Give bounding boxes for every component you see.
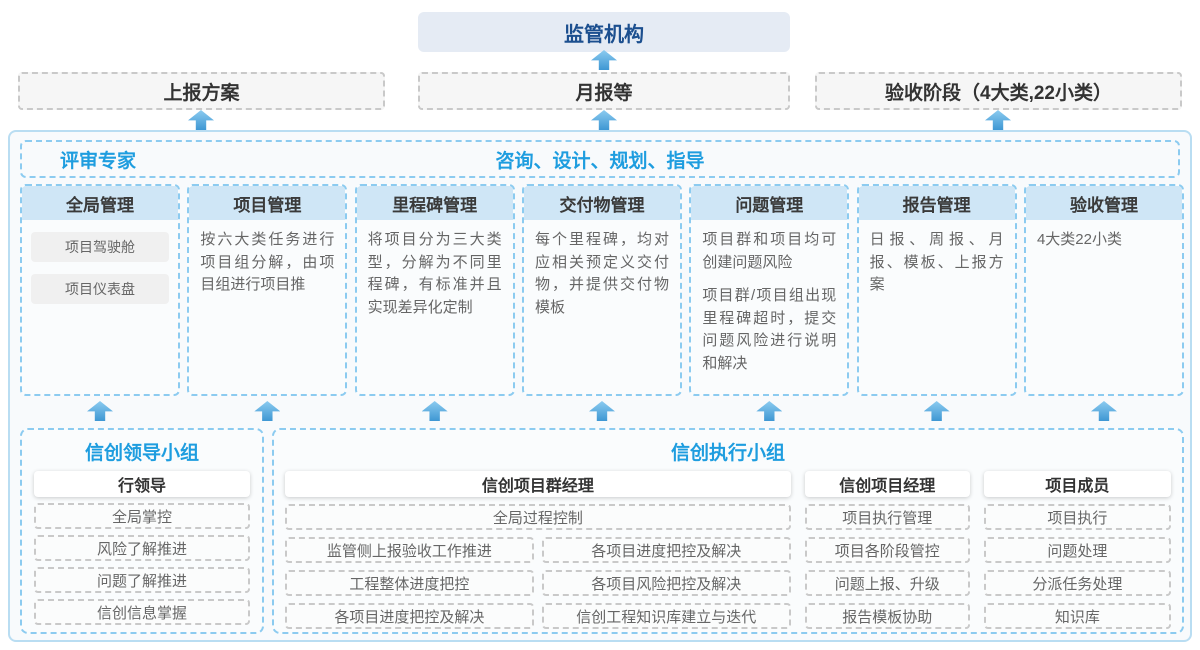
report-box-plan: 上报方案	[18, 72, 385, 110]
up-arrow-icon	[188, 110, 214, 130]
issue-paragraph-1: 项目群和项目均可创建问题风险	[702, 231, 837, 271]
task-item: 监管侧上报验收工作推进	[285, 537, 534, 563]
column-title: 全局管理	[22, 186, 178, 220]
issue-paragraph-2: 项目群/项目组出现里程碑超时，提交问题风险进行说明和解决	[702, 287, 837, 372]
task-item: 各项目进度把控及解决	[541, 537, 791, 563]
task-item: 全局过程控制	[285, 504, 791, 530]
task-item: 分派任务处理	[983, 570, 1171, 596]
role-project-member: 项目成员	[983, 471, 1171, 497]
execution-group: 信创执行小组 信创项目群经理 全局过程控制 监管侧上报验收工作推进 各项目进度把…	[272, 428, 1184, 634]
column-title: 验收管理	[1025, 186, 1182, 220]
task-item: 信创工程知识库建立与迭代	[541, 603, 791, 629]
task-item: 信创信息掌握	[34, 599, 250, 625]
column-project-management: 项目管理 按六大类任务进行项目组分解，由项目组进行项目推	[187, 184, 348, 396]
leadership-group: 信创领导小组 行领导 全局掌控 风险了解推进 问题了解推进 信创信息掌握	[20, 428, 264, 634]
column-issue-management: 问题管理 项目群和项目均可创建问题风险 项目群/项目组出现里程碑超时，提交问题风…	[689, 184, 850, 396]
task-item: 问题了解推进	[34, 567, 250, 593]
experts-label: 评审专家	[60, 150, 137, 172]
task-item: 风险了解推进	[34, 535, 250, 561]
column-title: 问题管理	[691, 186, 848, 220]
task-item: 知识库	[983, 603, 1171, 629]
pill-project-dashboard: 项目仪表盘	[31, 274, 169, 304]
column-title: 交付物管理	[523, 186, 680, 220]
pill-project-cockpit: 项目驾驶舱	[31, 232, 169, 262]
column-global-management: 全局管理 项目驾驶舱 项目仪表盘	[20, 184, 180, 396]
column-description: 项目群和项目均可创建问题风险 项目群/项目组出现里程碑超时，提交问题风险进行说明…	[691, 220, 847, 384]
up-arrow-icon	[591, 110, 617, 130]
column-acceptance-management: 验收管理 4大类22小类	[1023, 184, 1184, 396]
up-arrow-icon	[588, 401, 615, 421]
column-description: 日报、周报、月报、模板、上报方案	[869, 231, 1004, 293]
role-bank-leader: 行领导	[34, 471, 250, 497]
up-arrow-icon	[923, 401, 950, 421]
task-item: 全局掌控	[34, 503, 250, 529]
up-arrow-icon	[87, 401, 113, 421]
column-title: 项目管理	[189, 186, 346, 220]
role-project-manager: 信创项目经理	[804, 471, 970, 497]
program-manager-column: 信创项目群经理 全局过程控制 监管侧上报验收工作推进 各项目进度把控及解决 工程…	[285, 471, 791, 629]
leadership-group-title: 信创领导小组	[84, 443, 199, 464]
up-arrow-icon	[756, 401, 783, 421]
role-program-manager: 信创项目群经理	[285, 471, 791, 497]
group-to-columns-arrows	[20, 398, 1184, 424]
report-box-acceptance: 验收阶段（4大类,22小类）	[815, 72, 1182, 110]
management-columns: 全局管理 项目驾驶舱 项目仪表盘 项目管理 按六大类任务进行项目组分解，由项目组…	[20, 184, 1184, 396]
platform-container: 评审专家 咨询、设计、规划、指导 全局管理 项目驾驶舱 项目仪表盘 项目管理 按…	[8, 130, 1192, 642]
project-member-column: 项目成员 项目执行 问题处理 分派任务处理 知识库	[983, 471, 1171, 629]
task-item: 报告模板协助	[804, 603, 970, 629]
project-manager-column: 信创项目经理 项目执行管理 项目各阶段管控 问题上报、升级 报告模板协助	[804, 471, 970, 629]
up-arrow-icon	[1090, 401, 1117, 421]
task-item: 问题上报、升级	[804, 570, 970, 596]
up-arrow-icon	[254, 401, 281, 421]
column-report-management: 报告管理 日报、周报、月报、模板、上报方案	[856, 184, 1017, 396]
regulator-box: 监管机构	[418, 12, 790, 52]
task-item: 各项目进度把控及解决	[285, 603, 534, 629]
up-arrow-icon	[985, 110, 1011, 130]
task-item: 项目各阶段管控	[804, 537, 970, 563]
column-milestone-management: 里程碑管理 将项目分为三大类型，分解为不同里程碑，有标准并且实现差异化定制	[354, 184, 515, 396]
column-deliverable-management: 交付物管理 每个里程碑，均对应相关预定义交付物，并提供交付物模板	[521, 184, 682, 396]
column-title: 里程碑管理	[356, 186, 513, 220]
task-item: 项目执行管理	[804, 504, 970, 530]
task-item: 项目执行	[983, 504, 1171, 530]
up-arrow-icon	[591, 50, 617, 70]
task-item: 各项目风险把控及解决	[541, 570, 791, 596]
task-item: 问题处理	[983, 537, 1171, 563]
column-description: 按六大类任务进行项目组分解，由项目组进行项目推	[200, 231, 335, 293]
experts-bar: 评审专家 咨询、设计、规划、指导	[20, 140, 1180, 178]
up-arrow-icon	[421, 401, 448, 421]
task-item: 工程整体进度把控	[285, 570, 534, 596]
column-description: 每个里程碑，均对应相关预定义交付物，并提供交付物模板	[534, 231, 669, 316]
column-description: 4大类22小类	[1036, 231, 1122, 248]
column-title: 报告管理	[858, 186, 1015, 220]
report-box-monthly: 月报等	[418, 72, 790, 110]
column-description: 将项目分为三大类型，分解为不同里程碑，有标准并且实现差异化定制	[367, 231, 502, 316]
consulting-label: 咨询、设计、规划、指导	[495, 150, 705, 172]
execution-group-title: 信创执行小组	[670, 443, 785, 464]
